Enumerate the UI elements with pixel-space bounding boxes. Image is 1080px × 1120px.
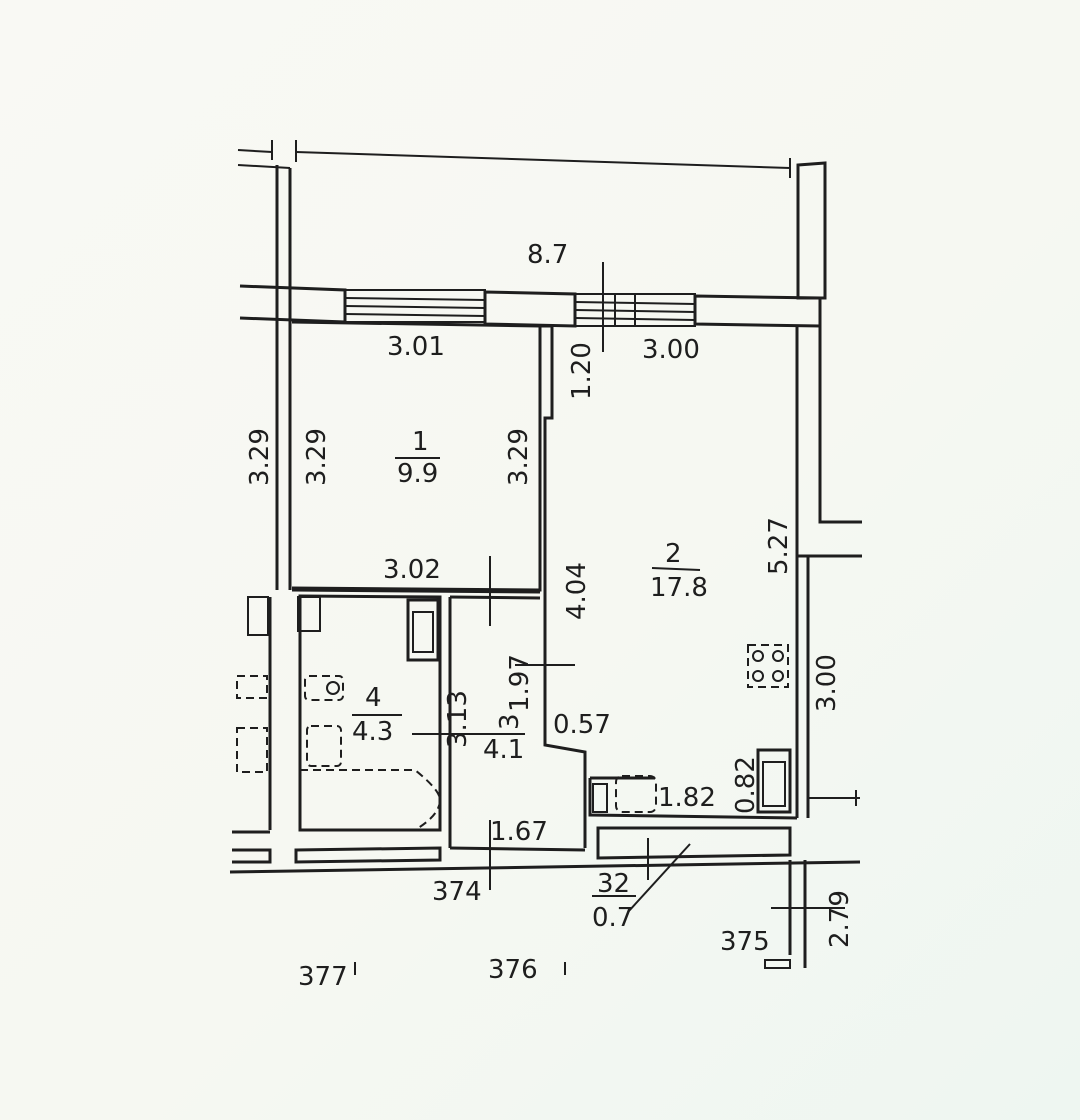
kitchen-bottom-label: 1.82: [658, 783, 716, 813]
apartment-375-label: 375: [720, 927, 770, 957]
apartment-374-label: 374: [432, 877, 482, 907]
corridor-step-label: 0.57: [553, 710, 611, 740]
fridge-icon: [592, 775, 657, 813]
window-room1: [344, 289, 486, 323]
room1-bottom-label: 3.02: [383, 555, 441, 585]
room3-area: 4.1: [483, 735, 524, 765]
right-lower-label: 3.00: [812, 654, 842, 712]
kitchen-sink-icon: [756, 748, 792, 814]
stove-icon: [747, 644, 789, 688]
dimension-marks: [352, 262, 845, 975]
balcony-width-label: 8.7: [527, 240, 568, 270]
room1-left-label: 3.29: [302, 428, 332, 486]
room32-number: 32: [597, 869, 630, 899]
room3-number: 3: [495, 713, 525, 730]
room4-area: 4.3: [352, 717, 393, 747]
balcony-dimension-line: [295, 151, 791, 169]
room1-top-label: 3.01: [387, 332, 445, 362]
washbasin-icon: [406, 598, 440, 662]
corridor-vertical-label: 1.97: [505, 654, 535, 712]
room2-top-label: 3.00: [642, 335, 700, 365]
room1-number: 1: [412, 427, 429, 457]
toilet-icon: [304, 675, 344, 701]
room2-right-label: 5.27: [764, 517, 794, 575]
left-outer-label: 3.29: [245, 428, 275, 486]
bath-height-label: 3.13: [443, 690, 473, 748]
hall-bottom-label: 1.67: [490, 817, 548, 847]
room4-number: 4: [365, 683, 382, 713]
room2-area: 17.8: [650, 573, 708, 603]
window-room2: [574, 293, 696, 327]
room1-right-label: 3.29: [504, 428, 534, 486]
kitchen-side-label: 0.82: [731, 756, 761, 814]
room2-number: 2: [665, 539, 682, 569]
neighbor-right-label: 2.79: [825, 890, 855, 948]
room32-area: 0.7: [592, 903, 633, 933]
room2-left-label: 4.04: [562, 562, 592, 620]
apartment-376-label: 376: [488, 955, 538, 985]
bathtub-icon: [300, 769, 442, 831]
sink-icon: [306, 725, 342, 767]
window-depth-label: 1.20: [567, 342, 597, 400]
room1-area: 9.9: [397, 459, 438, 489]
apartment-377-label: 377: [298, 962, 348, 992]
